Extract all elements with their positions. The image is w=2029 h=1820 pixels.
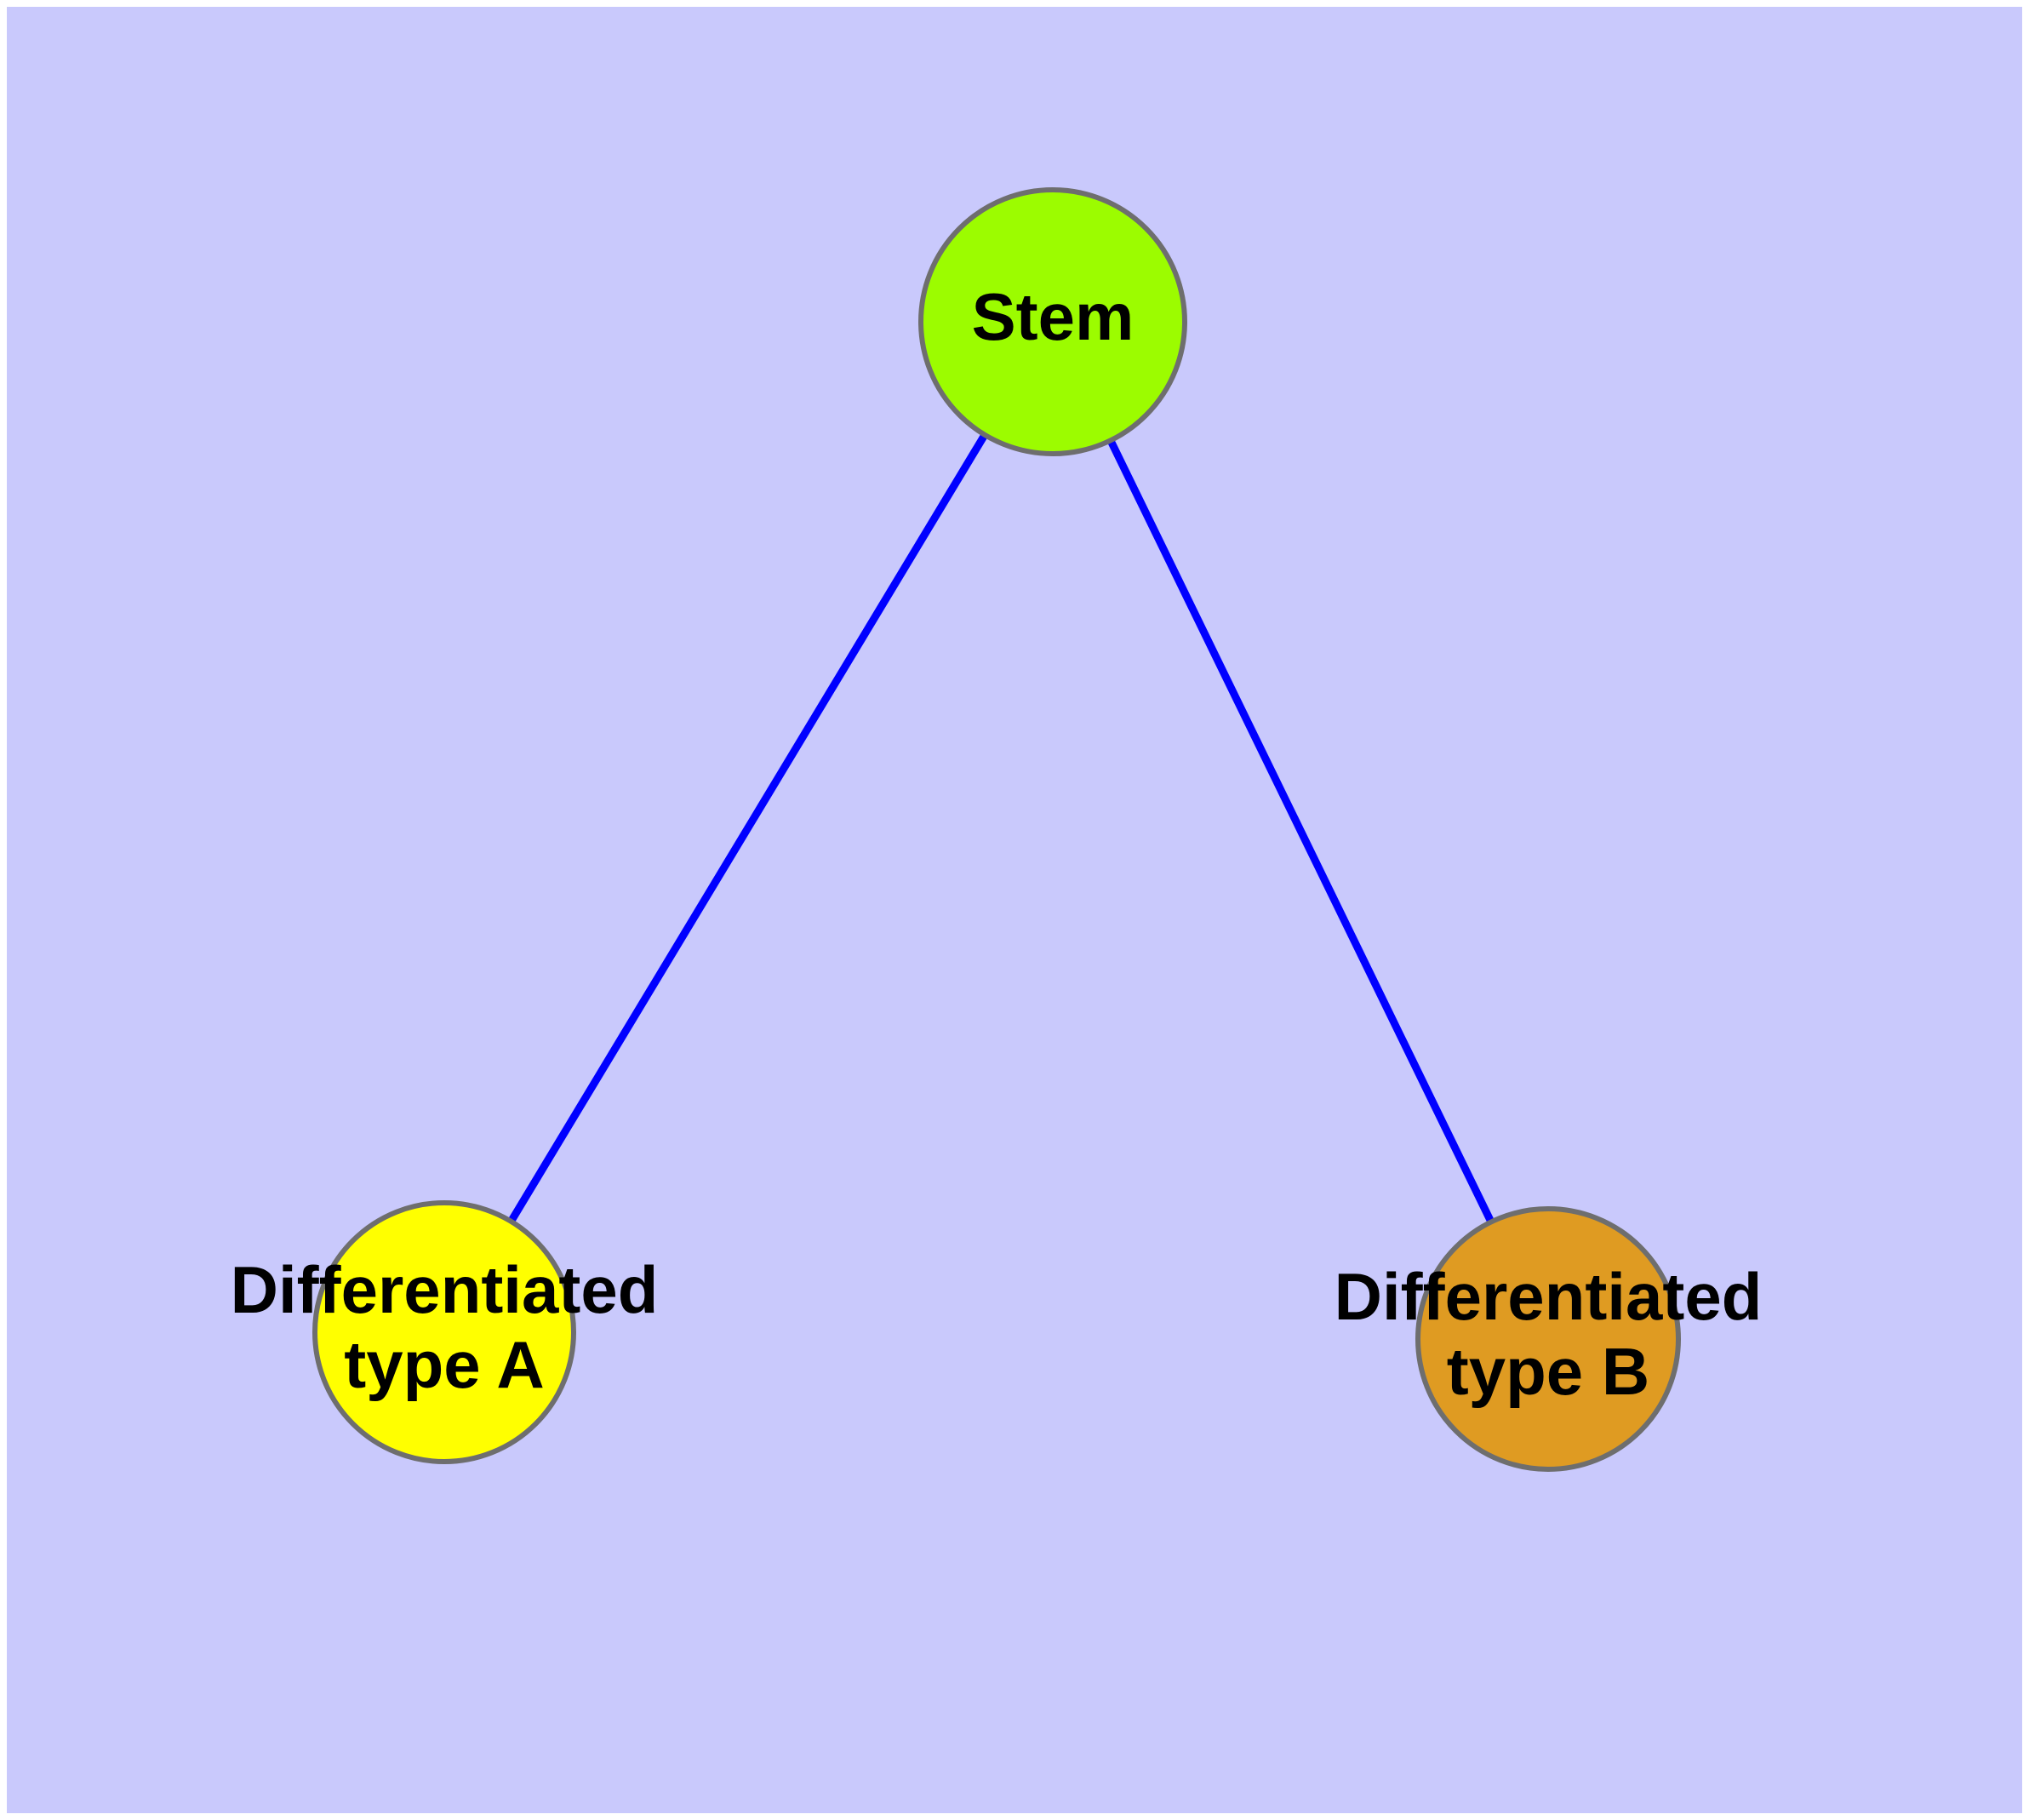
node-stem[interactable]: Stem	[918, 187, 1187, 456]
node-stem-label: Stem	[972, 279, 1135, 354]
node-label-line: Differentiated	[231, 1252, 659, 1327]
node-differentiated-type-b-circle[interactable]	[1415, 1206, 1681, 1472]
node-stem-circle[interactable]	[918, 187, 1187, 456]
node-label-line: type A	[344, 1327, 545, 1402]
node-differentiated-type-a-circle[interactable]	[312, 1200, 576, 1464]
edge-stem-to-differentiated-b[interactable]	[1106, 437, 1495, 1226]
node-label-line: Stem	[972, 279, 1135, 354]
edge-stem-to-differentiated-a[interactable]	[506, 431, 989, 1225]
node-label-line: type B	[1447, 1334, 1649, 1409]
node-label-line: Differentiated	[1335, 1259, 1763, 1334]
edges-layer	[506, 431, 1495, 1226]
